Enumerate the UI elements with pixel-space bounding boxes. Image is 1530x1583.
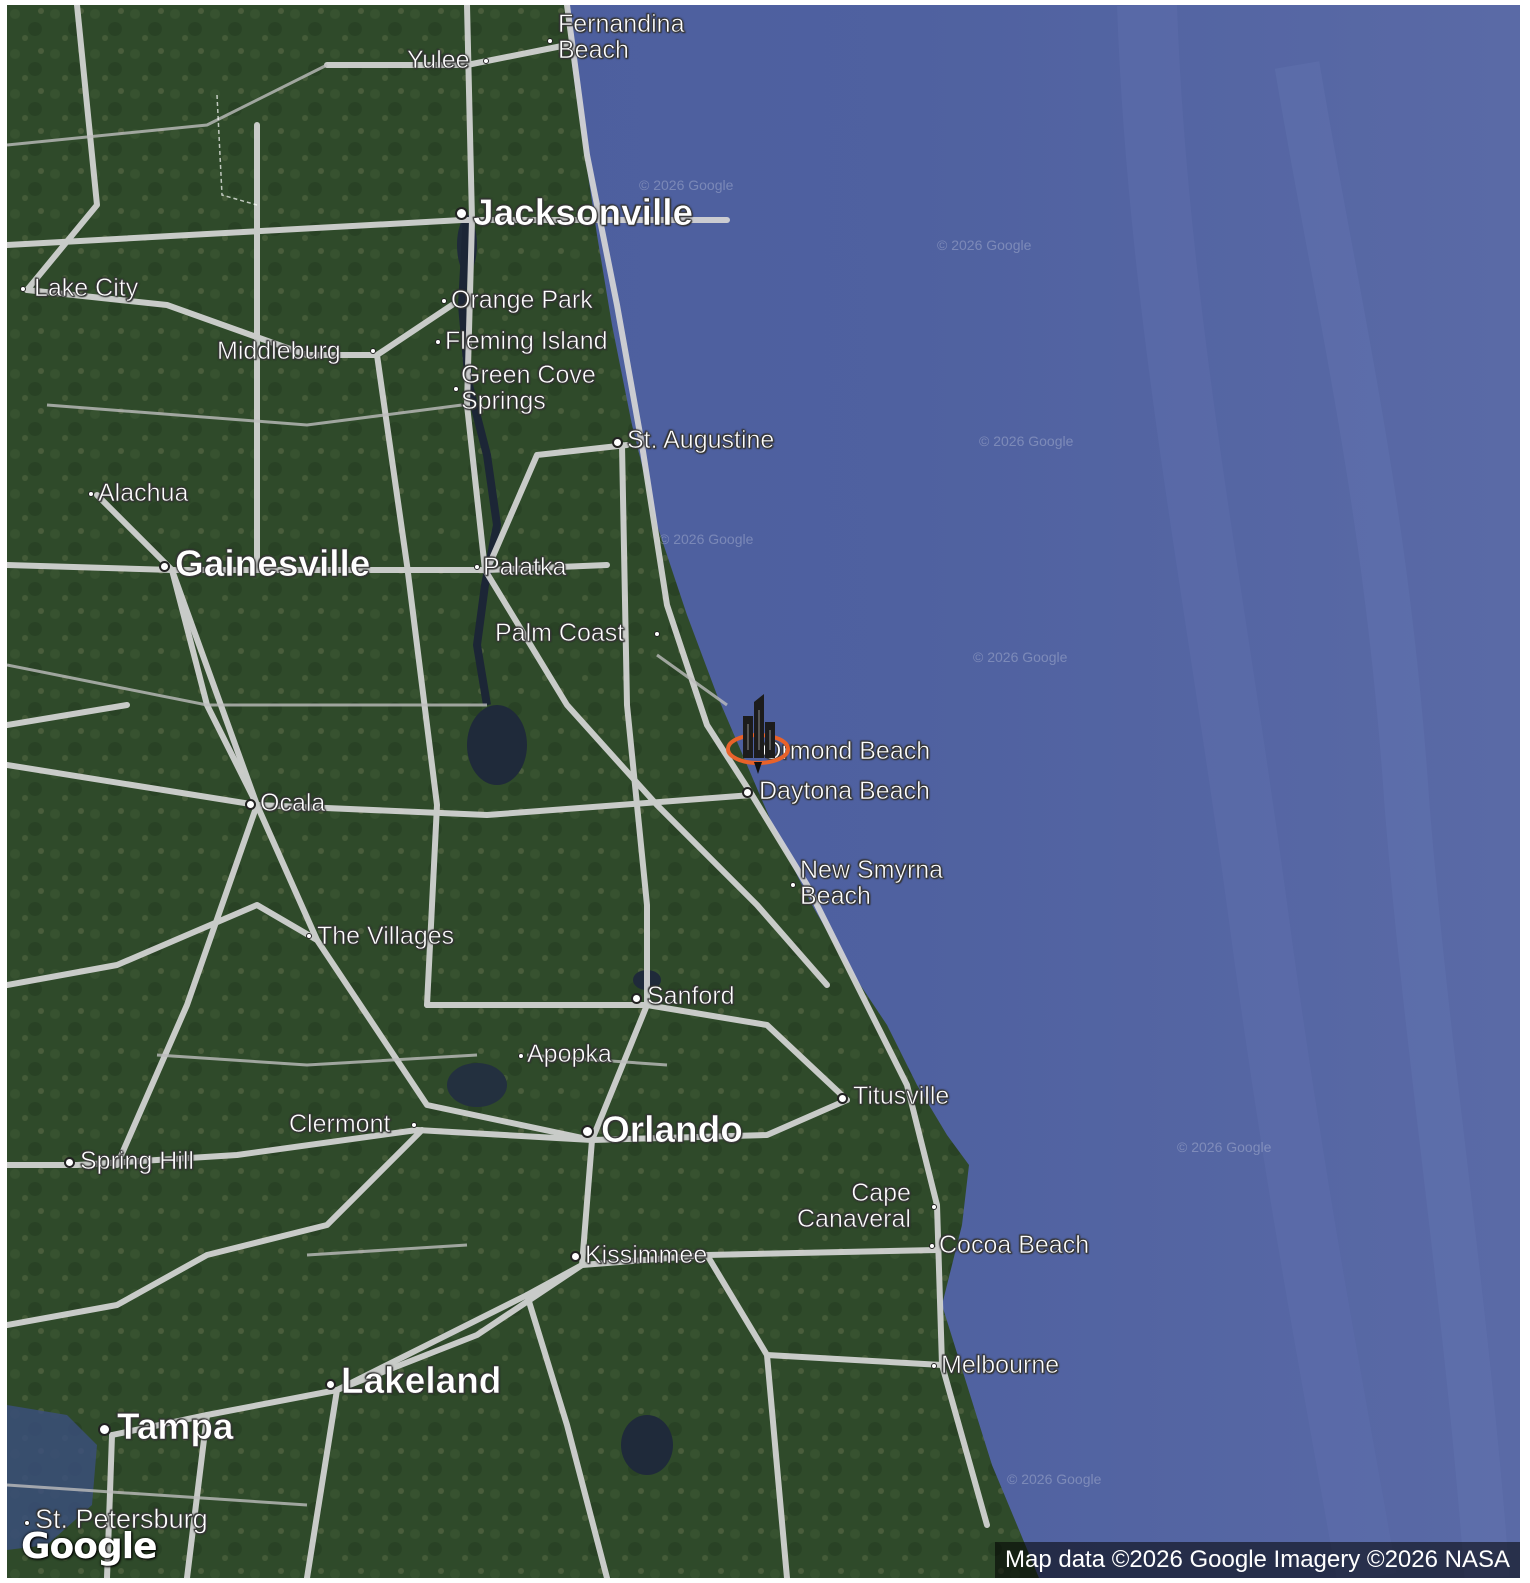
city-dot (474, 564, 480, 570)
google-logo: Google (21, 1526, 158, 1567)
city-dot (435, 339, 441, 345)
city-dot (654, 631, 660, 637)
city-dot (64, 1157, 75, 1168)
city-label-middleburg: Middleburg (217, 337, 341, 365)
city-label-palatka: Palatka (483, 553, 567, 581)
city-dot (929, 1243, 935, 1249)
city-label-cape-canaveral: Cape Canaveral (797, 1179, 912, 1234)
city-label-st-augustine: St. Augustine (627, 426, 775, 454)
seafloor-ridge (1117, 5, 1397, 1578)
city-label-daytona-beach: Daytona Beach (759, 777, 931, 805)
buildings-icon (726, 694, 790, 774)
city-label-ormond-beach: Ormond Beach (762, 737, 931, 765)
city-dot (24, 1520, 30, 1526)
city-dot (441, 298, 447, 304)
imagery-watermark: © 2026 Google (1177, 1139, 1272, 1155)
imagery-watermark: © 2026 Google (937, 237, 1032, 253)
map-attribution[interactable]: Map data ©2026 Google Imagery ©2026 NASA (995, 1542, 1520, 1578)
seafloor-ridge (1274, 61, 1510, 1578)
city-label-melbourne: Melbourne (941, 1351, 1060, 1379)
city-dot (547, 38, 553, 44)
city-label-ocala: Ocala (260, 789, 326, 817)
st-johns-river (457, 214, 502, 706)
city-dot (931, 1363, 937, 1369)
road-network (7, 5, 990, 1578)
city-dot (483, 58, 489, 64)
city-label-sanford: Sanford (647, 982, 735, 1010)
city-label-orange-park: Orange Park (451, 286, 593, 314)
tampa-bay (7, 1405, 97, 1550)
city-label-titusville: Titusville (853, 1082, 950, 1110)
city-label-jacksonville: Jacksonville (473, 192, 694, 233)
minor-roads (7, 63, 728, 1507)
city-dot (581, 1125, 594, 1138)
city-dot (98, 1423, 111, 1436)
city-dot (411, 1122, 417, 1128)
city-dot (325, 1379, 336, 1390)
city-label-lakeland: Lakeland (341, 1360, 502, 1401)
city-dot (742, 787, 753, 798)
city-label-new-smyrna-beach: New Smyrna Beach (800, 856, 944, 911)
city-label-tampa: Tampa (117, 1406, 234, 1447)
imagery-watermark: © 2026 Google (639, 177, 734, 193)
city-dot (612, 437, 623, 448)
map-view[interactable]: © 2026 Google © 2026 Google © 2026 Googl… (7, 5, 1520, 1578)
city-label-fleming-island: Fleming Island (445, 327, 608, 355)
city-dot (518, 1053, 524, 1059)
city-label-spring-hill: Spring Hill (80, 1147, 195, 1175)
land-florida (7, 5, 1039, 1578)
city-dot (245, 799, 256, 810)
city-label-lake-city: Lake City (34, 274, 139, 302)
city-label-fernandina-beach: Fernandina Beach (558, 10, 685, 65)
city-label-st-petersburg: St. Petersburg (35, 1504, 208, 1534)
city-label-orlando: Orlando (601, 1109, 743, 1150)
city-label-kissimmee: Kissimmee (585, 1241, 708, 1269)
city-label-yulee: Yulee (407, 46, 470, 74)
imagery-watermark: © 2026 Google (1007, 1471, 1102, 1487)
city-dot (306, 933, 312, 939)
city-label-cocoa-beach: Cocoa Beach (939, 1231, 1090, 1259)
city-dot (570, 1251, 581, 1262)
city-label-gainesville: Gainesville (175, 543, 371, 584)
city-dot (455, 207, 468, 220)
city-dot (631, 993, 642, 1004)
map-imagery (7, 5, 1520, 1578)
city-label-clermont: Clermont (289, 1110, 391, 1138)
city-dot (453, 386, 459, 392)
imagery-watermark: © 2026 Google (979, 433, 1074, 449)
city-label-green-cove-springs: Green Cove Springs (461, 361, 596, 416)
imagery-watermark: © 2026 Google (973, 649, 1068, 665)
city-dot (837, 1093, 848, 1104)
city-dot (370, 348, 376, 354)
location-marker[interactable] (723, 694, 793, 776)
city-dot (790, 882, 796, 888)
lake (447, 1063, 507, 1107)
city-dot (931, 1204, 937, 1210)
city-dot (88, 491, 94, 497)
city-label-alachua: Alachua (98, 479, 189, 507)
lake (467, 705, 527, 785)
city-label-apopka: Apopka (527, 1040, 612, 1068)
city-label-the-villages: The Villages (317, 922, 455, 950)
lake (621, 1415, 673, 1475)
city-dot (20, 286, 26, 292)
city-label-palm-coast: Palm Coast (495, 619, 625, 647)
state-border (216, 94, 258, 206)
city-dot (159, 561, 170, 572)
imagery-watermark: © 2026 Google (659, 531, 754, 547)
